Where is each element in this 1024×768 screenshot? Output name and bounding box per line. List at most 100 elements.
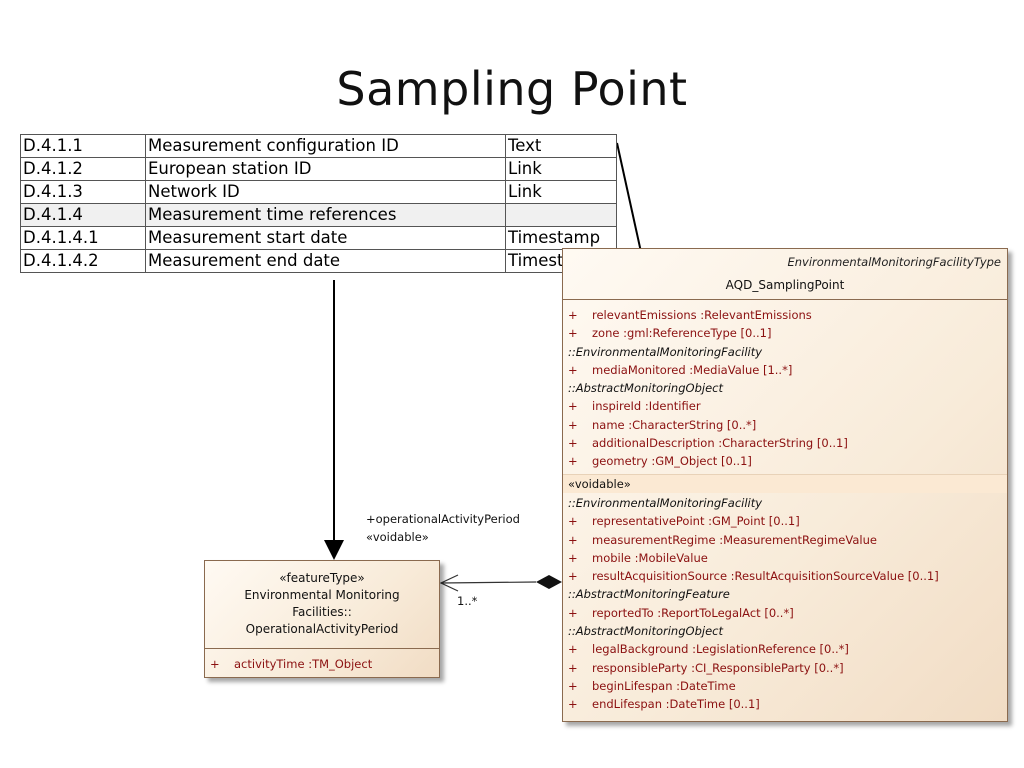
visibility-marker: + bbox=[568, 362, 578, 377]
attribute-text: beginLifespan :DateTime bbox=[592, 678, 736, 693]
table-cell: Timestamp bbox=[505, 226, 617, 250]
visibility-marker: + bbox=[210, 657, 220, 671]
visibility-marker: + bbox=[568, 417, 578, 432]
attribute-text: legalBackground :LegislationReference [0… bbox=[592, 642, 849, 657]
attribute-text: name :CharacterString [0..*] bbox=[592, 417, 757, 432]
class-header: EnvironmentalMonitoringFacilityType AQD_… bbox=[563, 249, 1007, 300]
attribute-row: + zone :gml:ReferenceType [0..1] bbox=[563, 324, 1007, 342]
visibility-marker: + bbox=[568, 605, 578, 620]
attribute-row: + measurementRegime :MeasurementRegimeVal… bbox=[563, 531, 1007, 549]
association-stereotype-label: «voidable» bbox=[366, 530, 429, 544]
association-line bbox=[440, 581, 537, 584]
table-cell: Measurement end date bbox=[145, 249, 506, 273]
class-name: AQD_SamplingPoint bbox=[725, 278, 845, 292]
attribute-row: + reportedTo :ReportToLegalAct [0..*] bbox=[563, 604, 1007, 622]
visibility-marker: + bbox=[568, 454, 578, 469]
attribute-text: mediaMonitored :MediaValue [1..*] bbox=[592, 362, 793, 377]
attribute-text: geometry :GM_Object [0..1] bbox=[592, 454, 752, 469]
inherited-from-label: ::AbstractMonitoringFeature bbox=[568, 587, 730, 602]
table-cell: D.4.1.3 bbox=[20, 180, 146, 204]
attribute-row: + endLifespan :DateTime [0..1] bbox=[563, 695, 1007, 713]
class-name-line: OperationalActivityPeriod bbox=[245, 622, 399, 636]
visibility-marker: + bbox=[568, 550, 578, 565]
table-cell bbox=[505, 203, 617, 227]
attribute-text: relevantEmissions :RelevantEmissions bbox=[592, 308, 812, 322]
visibility-marker: + bbox=[568, 642, 578, 657]
visibility-marker: + bbox=[568, 436, 578, 451]
association-open-arrow bbox=[439, 574, 459, 592]
attribute-text: endLifespan :DateTime [0..1] bbox=[592, 697, 760, 712]
attribute-text: mobile :MobileValue bbox=[592, 550, 708, 565]
attribute-row: + relevantEmissions :RelevantEmissions bbox=[563, 306, 1007, 324]
attribute-row: + resultAcquisitionSource :ResultAcquisit… bbox=[563, 567, 1007, 585]
inherited-from-label: ::EnvironmentalMonitoringFacility bbox=[568, 495, 763, 510]
attribute-row: + geometry :GM_Object [0..1] bbox=[563, 452, 1007, 470]
table-cell: Measurement start date bbox=[145, 226, 506, 250]
visibility-marker: + bbox=[568, 514, 578, 529]
visibility-marker: + bbox=[568, 532, 578, 547]
inherited-from-label: ::AbstractMonitoringObject bbox=[568, 624, 723, 639]
class-name-line: Environmental Monitoring bbox=[244, 588, 400, 602]
table-cell: D.4.1.4.1 bbox=[20, 226, 146, 250]
class-stereotype: «featureType» bbox=[279, 571, 365, 585]
attribute-row: + mobile :MobileValue bbox=[563, 549, 1007, 567]
visibility-marker: + bbox=[568, 697, 578, 712]
class-attributes: + relevantEmissions :RelevantEmissions + zo… bbox=[563, 300, 1007, 714]
uml-class-operational-activity-period[interactable]: «featureType» Environmental Monitoring F… bbox=[204, 560, 440, 678]
table-cell: Measurement time references bbox=[145, 203, 506, 227]
attribute-row: + beginLifespan :DateTime bbox=[563, 677, 1007, 695]
visibility-marker: + bbox=[568, 308, 578, 322]
association-multiplicity-label: 1..* bbox=[457, 594, 478, 608]
section-stereotype: «voidable» bbox=[563, 473, 1007, 493]
table-cell: Measurement configuration ID bbox=[145, 134, 506, 158]
attribute-text: responsibleParty :CI_ResponsibleParty [0… bbox=[592, 660, 844, 675]
uml-class-aqd-samplingpoint[interactable]: EnvironmentalMonitoringFacilityType AQD_… bbox=[562, 248, 1008, 722]
attribute-row: + inspireId :Identifier bbox=[563, 397, 1007, 415]
attribute-row: + legalBackground :LegislationReference [… bbox=[563, 640, 1007, 658]
attribute-row: + additionalDescription :CharacterString … bbox=[563, 434, 1007, 452]
visibility-marker: + bbox=[568, 678, 578, 693]
attribute-row: + representativePoint :GM_Point [0..1] bbox=[563, 512, 1007, 530]
class-stereotype: EnvironmentalMonitoringFacilityType bbox=[787, 255, 1001, 269]
table-cell: European station ID bbox=[145, 157, 506, 181]
table-cell: D.4.1.4.2 bbox=[20, 249, 146, 273]
attribute-text: zone :gml:ReferenceType [0..1] bbox=[592, 326, 772, 341]
table-cell: Network ID bbox=[145, 180, 506, 204]
class-name-line: Facilities:: bbox=[292, 605, 352, 619]
attribute-row: + name :CharacterString [0..*] bbox=[563, 416, 1007, 434]
table-cell: D.4.1.4 bbox=[20, 203, 146, 227]
visibility-marker: + bbox=[568, 326, 578, 341]
attribute-text: representativePoint :GM_Point [0..1] bbox=[592, 514, 800, 529]
attribute-text: inspireId :Identifier bbox=[592, 399, 701, 414]
attribute-text: reportedTo :ReportToLegalAct [0..*] bbox=[592, 605, 794, 620]
association-role-label: +operationalActivityPeriod bbox=[366, 512, 520, 526]
attribute-row: + activityTime :TM_Object bbox=[205, 655, 439, 673]
slide-title: Sampling Point bbox=[336, 62, 688, 116]
attribute-text: resultAcquisitionSource :ResultAcquisiti… bbox=[592, 569, 939, 584]
attribute-text: activityTime :TM_Object bbox=[234, 657, 373, 671]
table-cell: Link bbox=[505, 180, 617, 204]
class-header: «featureType» Environmental Monitoring F… bbox=[205, 561, 439, 649]
visibility-marker: + bbox=[568, 569, 578, 584]
visibility-marker: + bbox=[568, 660, 578, 675]
table-cell: Link bbox=[505, 157, 617, 181]
attribute-row: + mediaMonitored :MediaValue [1..*] bbox=[563, 361, 1007, 379]
attribute-row: + responsibleParty :CI_ResponsibleParty [… bbox=[563, 659, 1007, 677]
table-cell: Text bbox=[505, 134, 617, 158]
inherited-from-label: ::EnvironmentalMonitoringFacility bbox=[568, 344, 763, 359]
table-cell: D.4.1.1 bbox=[20, 134, 146, 158]
composition-diamond bbox=[536, 575, 562, 589]
class-attributes: + activityTime :TM_Object bbox=[205, 649, 439, 673]
inherited-from-label: ::AbstractMonitoringObject bbox=[568, 381, 723, 396]
attribute-text: measurementRegime :MeasurementRegimeValu… bbox=[592, 532, 877, 547]
table-cell: D.4.1.2 bbox=[20, 157, 146, 181]
attribute-text: additionalDescription :CharacterString [… bbox=[592, 436, 848, 451]
visibility-marker: + bbox=[568, 399, 578, 414]
